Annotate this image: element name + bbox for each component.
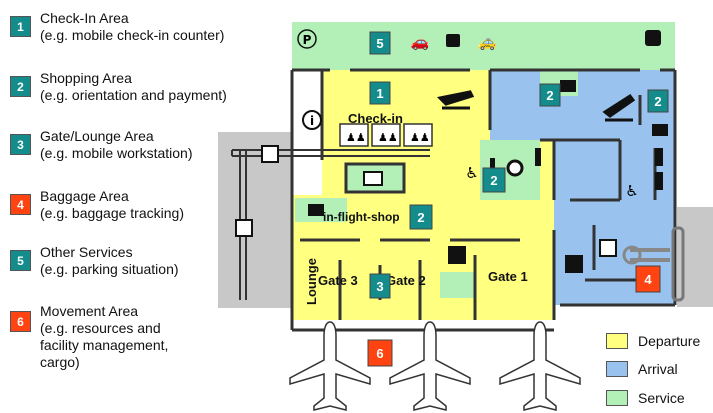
legend-badge-3: 3 (10, 134, 31, 155)
baggage-icon (235, 219, 253, 237)
arrival-zone-top (490, 70, 675, 140)
checkin-counter (371, 123, 401, 147)
gate3-label: Gate 3 (318, 273, 358, 288)
airplane-icon (389, 321, 471, 411)
svg-text:P: P (303, 33, 312, 47)
legend-title: Other Services (40, 244, 133, 260)
checkin-counters: ♟♟ ♟♟ ♟♟ (339, 123, 433, 147)
wall-bookshop (344, 162, 406, 194)
arrival-swatch (606, 361, 628, 377)
taxi-icon: 🚕 (478, 33, 497, 51)
departure-swatch (606, 333, 628, 349)
gate1-label: Gate 1 (488, 269, 528, 284)
legend-title: Baggage Area (40, 188, 129, 204)
legend-badge-4: 4 (10, 194, 31, 215)
restaurant-icon (506, 159, 524, 177)
legend-desc: (e.g. mobile workstation) (40, 145, 193, 161)
escalator-icon (448, 246, 466, 264)
baggage-icon (599, 239, 617, 257)
book-icon (363, 171, 383, 186)
legend-desc: (e.g. parking situation) (40, 261, 179, 277)
zone-badge-shop (409, 204, 433, 230)
svg-text:2: 2 (546, 88, 553, 103)
zone-badge-gate (369, 273, 391, 299)
legend-desc: (e.g. baggage tracking) (40, 205, 184, 221)
checkin-counter (339, 123, 369, 147)
gate2-label: Gate 2 (386, 273, 426, 288)
zone-badge-arrival-right (647, 89, 669, 113)
zone-badge-checkin (369, 81, 391, 105)
shopping-cart-icon (652, 124, 668, 136)
bus-icon (446, 34, 460, 47)
svg-text:1: 1 (376, 86, 383, 101)
admin-block (292, 70, 322, 195)
shopping-cart-icon (560, 80, 576, 92)
service-zone-parking (292, 22, 675, 70)
escalator-icon (565, 255, 583, 273)
svg-text:i: i (310, 114, 314, 128)
lounge-label: Lounge (304, 258, 319, 305)
legend-desc: (e.g. mobile check-in counter) (40, 27, 225, 43)
duty-free-icon (645, 30, 661, 46)
checkin-counter (403, 123, 433, 147)
corridor-tracks (231, 149, 430, 300)
legend-badge-2: 2 (10, 76, 31, 97)
checkin-label: Check-in (348, 111, 403, 126)
zone-badge-arrival-top (539, 83, 561, 107)
svg-text:6: 6 (376, 346, 383, 361)
restroom-icon (535, 148, 541, 166)
arrival-plane-icon (602, 93, 636, 122)
service-swatch (606, 390, 628, 406)
info-icon (302, 110, 322, 130)
key-label: Departure (638, 333, 701, 349)
key-label: Arrival (638, 361, 678, 377)
wheelchair-icon: ♿ (465, 164, 478, 182)
wall-arrival-interior (488, 70, 622, 202)
restroom-icon (655, 172, 663, 190)
baggage-icon (261, 145, 279, 163)
svg-text:2: 2 (417, 210, 424, 225)
shopping-cart-icon (308, 204, 324, 216)
svg-text:3: 3 (376, 279, 383, 294)
svg-text:♟♟: ♟♟ (378, 131, 398, 144)
wheelchair-icon: ♿ (625, 182, 638, 200)
airplane-icon (289, 321, 371, 411)
svg-text:5: 5 (376, 36, 383, 51)
car-icon: 🚗 (411, 33, 430, 51)
key-label: Service (638, 390, 685, 406)
airplane-icon (499, 321, 581, 411)
wall-east (560, 70, 677, 307)
parking-icon (297, 29, 317, 49)
area-labels: Check-in in-flight-shop Lounge Gate 3 Ga… (304, 111, 528, 305)
svg-text:♟♟: ♟♟ (346, 131, 366, 144)
wall-west (290, 70, 324, 330)
service-zone-gate (440, 272, 476, 298)
aircraft-group (289, 321, 581, 411)
svg-text:♟♟: ♟♟ (410, 131, 430, 144)
baggage-carousel (622, 226, 685, 302)
legend-desc: (e.g. orientation and payment) (40, 87, 227, 103)
zone-badges: 5 1 2 2 2 2 3 4 6 (367, 31, 669, 367)
zone-badge-parking (369, 31, 391, 55)
legend-title: Movement Area (40, 303, 139, 319)
departure-plane-icon (436, 90, 475, 110)
legend-badge-5: 5 (10, 250, 31, 271)
svg-text:2: 2 (490, 173, 497, 188)
restroom-icon (655, 148, 663, 166)
west-corridor (218, 132, 292, 308)
legend-title: Check-In Area (40, 10, 129, 26)
zone-badge-apron (367, 339, 393, 367)
legend-title: Gate/Lounge Area (40, 128, 154, 144)
legend-title: Shopping Area (40, 70, 132, 86)
legend-badge-6: 6 (10, 311, 31, 332)
zone-badge-baggage (635, 265, 661, 293)
wall-baggage (585, 225, 640, 282)
legend-badge-1: 1 (10, 16, 31, 37)
zone-badge-center (482, 167, 506, 193)
svg-text:4: 4 (644, 272, 652, 287)
svg-text:2: 2 (654, 94, 661, 109)
shop-label: in-flight-shop (323, 210, 400, 224)
legend-desc: (e.g. resources and facility management,… (40, 320, 169, 370)
